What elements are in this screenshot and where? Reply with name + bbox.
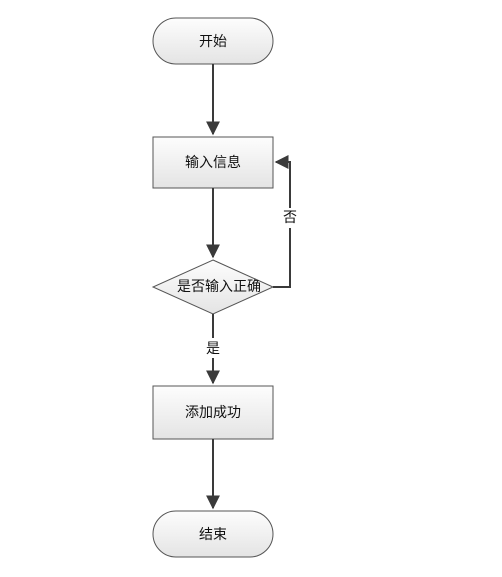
input-shape (152, 136, 274, 189)
check-node: 是否输入正确 (151, 259, 275, 315)
check-label: 是否输入正确 (177, 279, 261, 295)
start-label: 开始 (199, 34, 227, 50)
success-shape (152, 385, 274, 440)
yes-label-bg (203, 338, 223, 358)
no-label-bg (282, 208, 298, 228)
end-shape (152, 510, 274, 558)
input-node: 输入信息 (152, 136, 274, 189)
success-label: 添加成功 (185, 405, 241, 421)
no-label: 否 (283, 210, 297, 226)
yes-label: 是 (206, 341, 220, 357)
end-label: 结束 (199, 527, 227, 543)
start-node: 开始 (152, 17, 274, 65)
input-label: 输入信息 (185, 154, 241, 171)
end-node: 结束 (152, 510, 274, 558)
success-node: 添加成功 (152, 385, 274, 440)
